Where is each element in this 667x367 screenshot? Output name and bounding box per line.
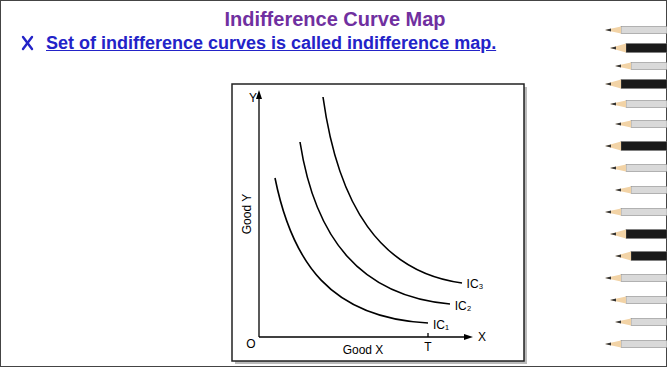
- slide-title: Indifference Curve Map: [224, 8, 445, 31]
- chart-frame: [232, 84, 524, 361]
- curve-label: IC₂: [455, 299, 472, 313]
- bullet-text: Set of indifference curves is called ind…: [46, 30, 566, 56]
- indifference-curves: [275, 97, 462, 323]
- bullet-mark: [23, 37, 32, 49]
- axis-title: Good X: [343, 343, 384, 357]
- axis-label: X: [478, 330, 486, 344]
- point-label: T: [424, 340, 431, 354]
- axis-title: Good Y: [240, 194, 254, 234]
- origin-label: O: [246, 337, 255, 351]
- curve-label: IC₁: [433, 318, 449, 332]
- pencil-decoration: [605, 27, 667, 348]
- curve-label: IC₃: [467, 277, 484, 291]
- axes: [256, 90, 473, 340]
- axis-label: Y: [249, 91, 257, 105]
